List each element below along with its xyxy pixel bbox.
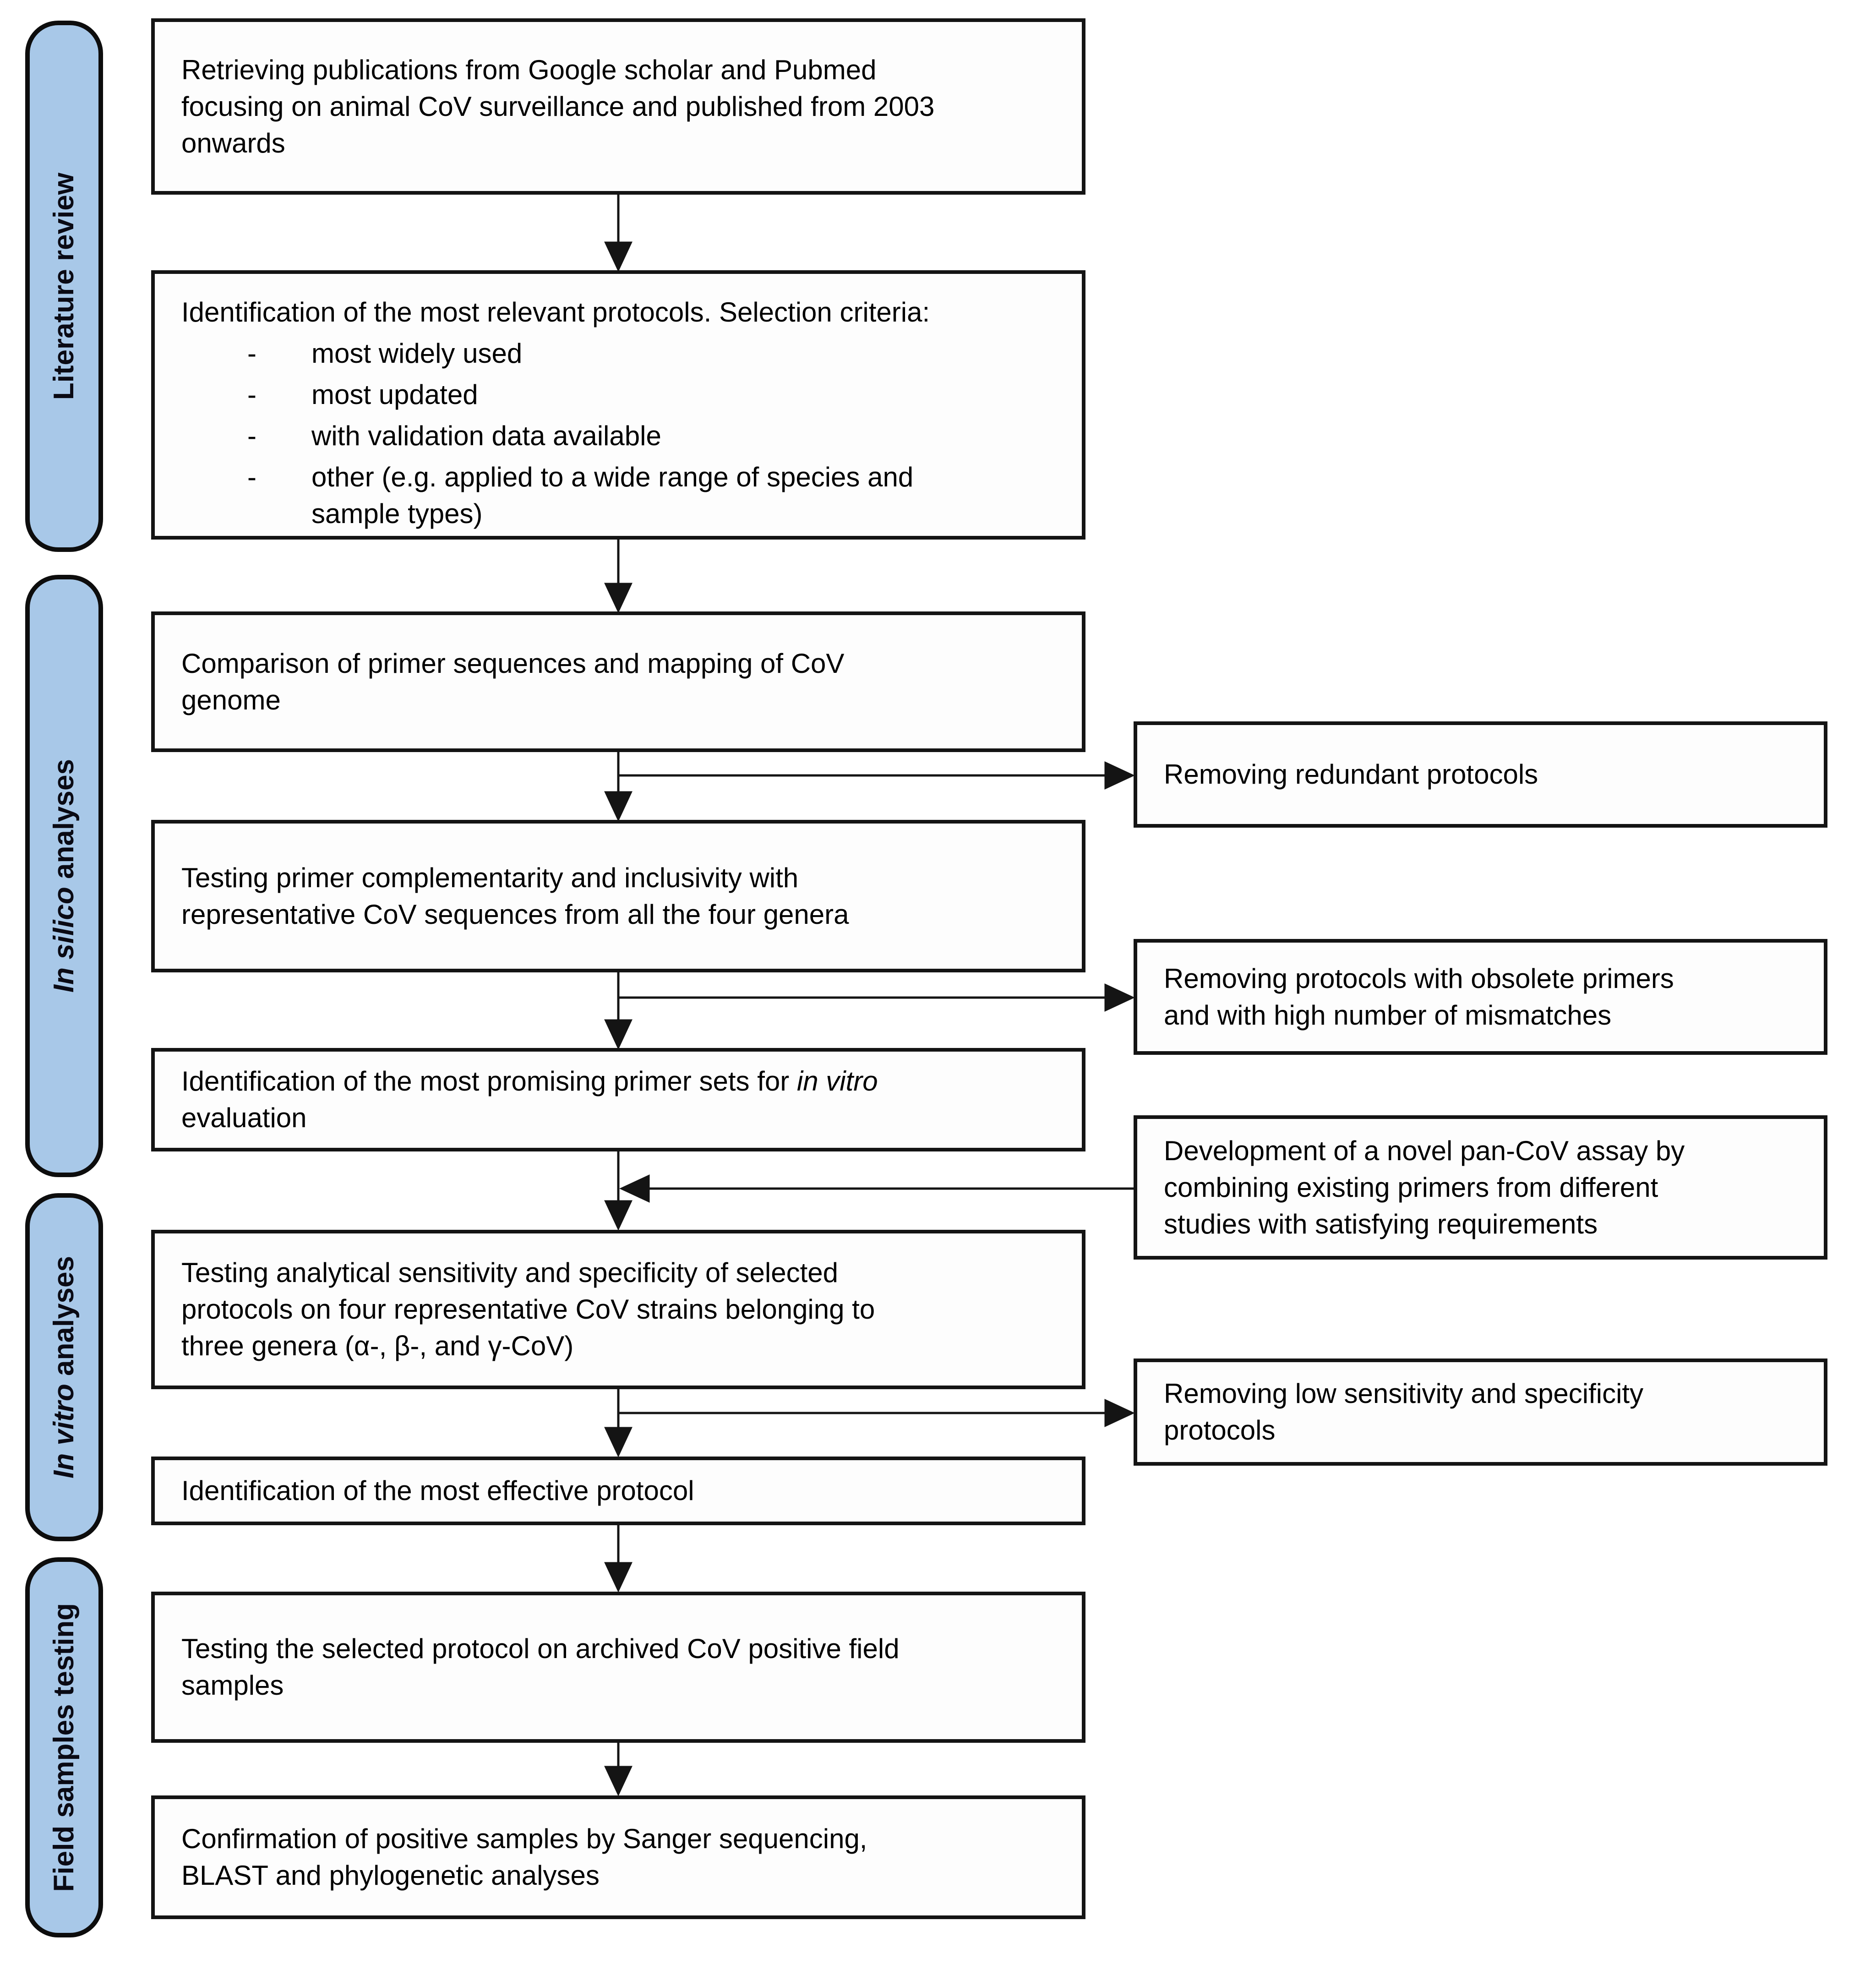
criteria-item: - with validation data available [181,418,1054,454]
text-line: most updated [311,379,478,410]
branch-arrow-novel-assay-join [619,1174,1134,1203]
text-line: sample types) [311,498,483,529]
text-line: with validation data available [311,420,661,451]
phase-label-text: Literature review [48,172,80,400]
text-line: representative CoV sequences from all th… [181,899,849,930]
text-line: most widely used [311,338,523,369]
box-novel-pancov-assay: Development of a novel pan-CoV assay by … [1134,1115,1827,1260]
text-line: evaluation [181,1102,307,1133]
box-primer-sequence-comparison: Comparison of primer sequences and mappi… [151,611,1085,752]
box-retrieving-publications: Retrieving publications from Google scho… [151,18,1085,195]
arrow-identify-to-comparison [604,540,633,613]
text-line: studies with satisfying requirements [1164,1208,1598,1239]
arrow-comparison-to-complementarity [604,752,633,822]
criteria-item: - most updated [181,376,1054,413]
text-line: three genera (α-, β-, and γ-CoV) [181,1331,574,1361]
bullet-dash: - [247,379,256,410]
text-line: protocols on four representative CoV str… [181,1294,875,1325]
criteria-item: - most widely used [181,335,1054,372]
text-line: Testing analytical sensitivity and speci… [181,1257,839,1288]
phase-label-in-vitro-analyses: In vitro analyses [25,1193,103,1541]
text-line: Removing redundant protocols [1164,759,1538,790]
box-field-samples-testing: Testing the selected protocol on archive… [151,1592,1085,1743]
arrow-retrieve-to-identify [604,195,633,272]
box-removing-low-sensitivity-protocols: Removing low sensitivity and specificity… [1134,1358,1827,1466]
bullet-dash: - [247,420,256,451]
text-line: other (e.g. applied to a wide range of s… [311,462,914,492]
text-line: onwards [181,127,285,158]
box-removing-redundant-protocols: Removing redundant protocols [1134,721,1827,828]
box-primer-complementarity-testing: Testing primer complementarity and inclu… [151,820,1085,972]
bullet-dash: - [247,338,256,369]
arrow-field-to-confirmation [604,1743,633,1796]
phase-label-text: In silico analyses [48,759,80,993]
box-protocol-selection-criteria: Identification of the most relevant prot… [151,270,1085,540]
criteria-item: - other (e.g. applied to a wide range of… [181,459,1054,532]
phase-label-text: In vitro analyses [48,1256,80,1479]
text-line: Comparison of primer sequences and mappi… [181,648,845,679]
text-line: Testing primer complementarity and inclu… [181,862,799,893]
text-line: genome [181,684,281,715]
text-line: samples [181,1670,284,1701]
phase-label-text: Field samples testing [48,1603,80,1892]
text-line: and with high number of mismatches [1164,999,1612,1031]
phase-label-in-silico-analyses: In silico analyses [25,575,103,1177]
arrow-effective-to-field-testing [604,1525,633,1593]
box-removing-obsolete-primers: Removing protocols with obsolete primers… [1134,939,1827,1055]
text-line: protocols [1164,1415,1276,1446]
text-line: Identification of the most effective pro… [181,1475,694,1506]
arrow-promising-to-invitro-testing [604,1151,633,1231]
box-sequencing-confirmation: Confirmation of positive samples by Sang… [151,1795,1085,1919]
bullet-dash: - [247,462,256,492]
text-line: BLAST and phylogenetic analyses [181,1860,600,1891]
box-sensitivity-specificity-testing: Testing analytical sensitivity and speci… [151,1230,1085,1389]
box-promising-primer-sets: Identification of the most promising pri… [151,1048,1085,1151]
text-line: Testing the selected protocol on archive… [181,1633,900,1664]
text-line: Development of a novel pan-CoV assay by [1164,1135,1685,1166]
phase-label-literature-review: Literature review [25,21,103,552]
text-line: Retrieving publications from Google scho… [181,54,877,85]
text-line: Identification of the most promising pri… [181,1066,878,1097]
text-line: combining existing primers from differen… [1164,1172,1658,1203]
box-most-effective-protocol: Identification of the most effective pro… [151,1457,1085,1525]
branch-arrow-removing-obsolete [618,983,1135,1012]
branch-arrow-removing-low-sensitivity [618,1399,1135,1427]
arrow-invitro-to-effective [604,1389,633,1457]
phase-label-field-samples-testing: Field samples testing [25,1557,103,1937]
text-line: focusing on animal CoV surveillance and … [181,91,935,122]
text-line: Removing low sensitivity and specificity [1164,1378,1644,1409]
criteria-title: Identification of the most relevant prot… [181,297,930,327]
text-line: Confirmation of positive samples by Sang… [181,1823,867,1854]
arrow-complementarity-to-promising [604,972,633,1050]
branch-arrow-removing-redundant [618,761,1135,790]
text-line: Removing protocols with obsolete primers [1164,963,1674,994]
